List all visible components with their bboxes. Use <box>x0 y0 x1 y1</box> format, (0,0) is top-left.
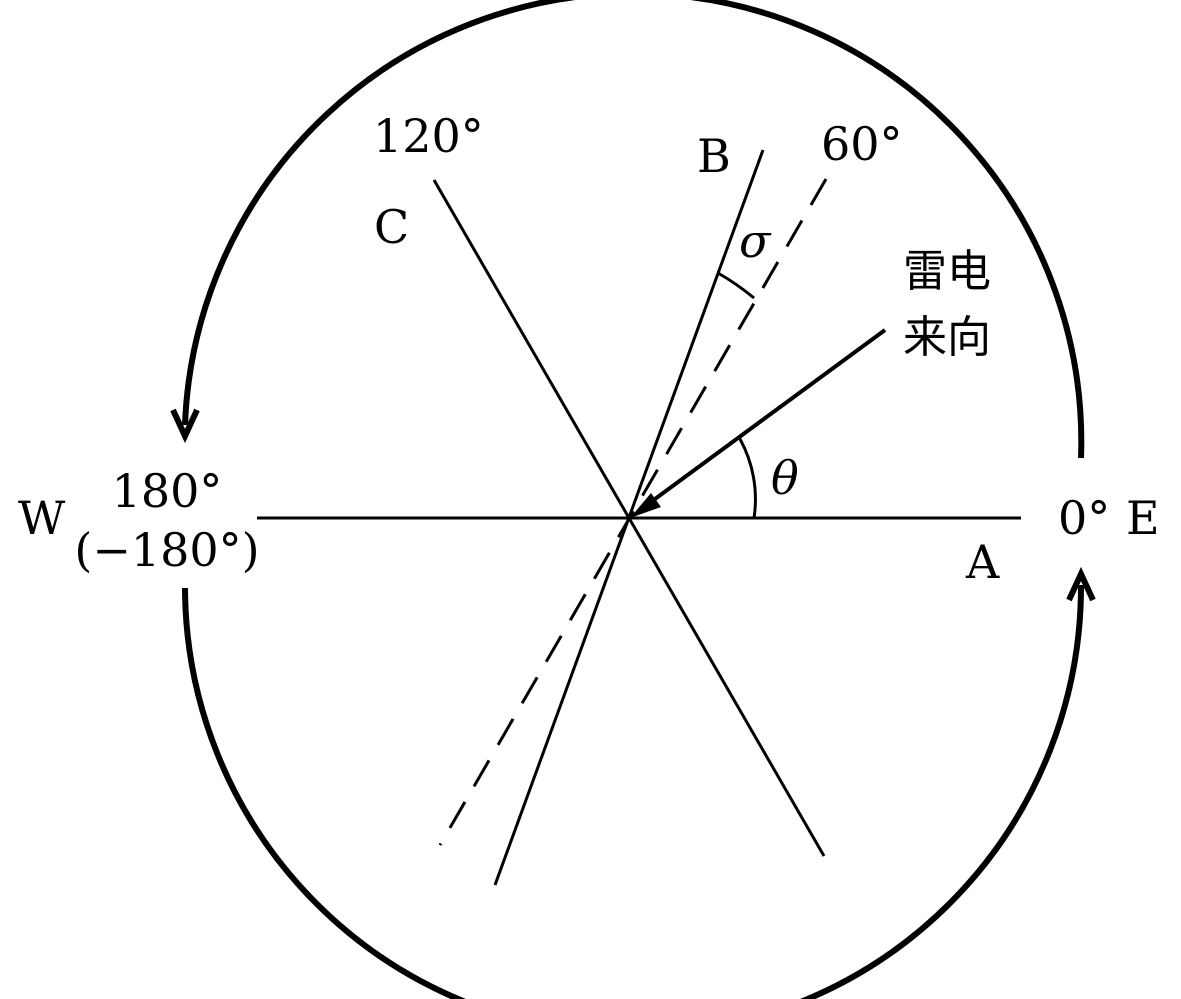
east-label: E <box>1126 491 1160 545</box>
arrowhead-up-icon <box>1066 566 1096 602</box>
east-angle-label: 0° <box>1058 491 1110 545</box>
arrowhead-icon <box>630 493 661 518</box>
angle-60-label: 60° <box>821 117 903 171</box>
upper-rotation-arc <box>182 0 1085 459</box>
line-c-label: C <box>374 200 409 254</box>
angle-120-label: 120° <box>373 109 484 163</box>
sigma-arc <box>717 271 755 300</box>
lightning-label-line2: 来向 <box>903 312 991 363</box>
theta-arc <box>738 438 757 519</box>
reference-line-60 <box>438 178 828 846</box>
theta-label: θ <box>771 451 799 505</box>
lightning-direction-line <box>638 328 887 512</box>
west-angle-alt-label: (−180°) <box>74 523 259 577</box>
lightning-label-line1: 雷电 <box>903 246 991 297</box>
line-b-label: B <box>697 129 731 183</box>
line-a-label: A <box>965 535 1000 589</box>
lower-rotation-arc <box>182 584 1085 999</box>
sigma-label: σ <box>739 214 772 268</box>
arrowhead-down-icon <box>170 408 200 444</box>
west-label: W <box>18 491 66 545</box>
west-angle-label: 180° <box>112 464 223 518</box>
